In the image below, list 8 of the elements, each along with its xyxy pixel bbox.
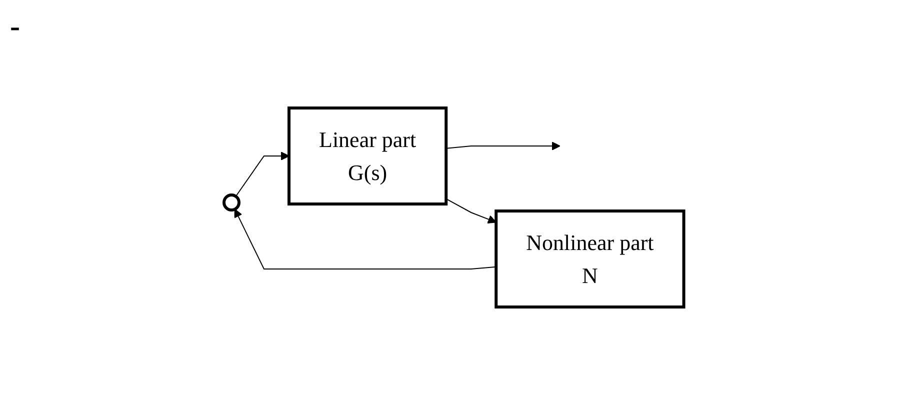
arrow <box>234 208 496 269</box>
arrow <box>445 198 496 223</box>
arrow <box>234 151 289 196</box>
arrow <box>445 141 560 150</box>
node-box: Linear part G(s) <box>287 106 448 205</box>
node-box: Nonlinear part N <box>494 209 685 308</box>
minus-sign: - <box>10 10 20 44</box>
node-circle <box>222 193 240 211</box>
